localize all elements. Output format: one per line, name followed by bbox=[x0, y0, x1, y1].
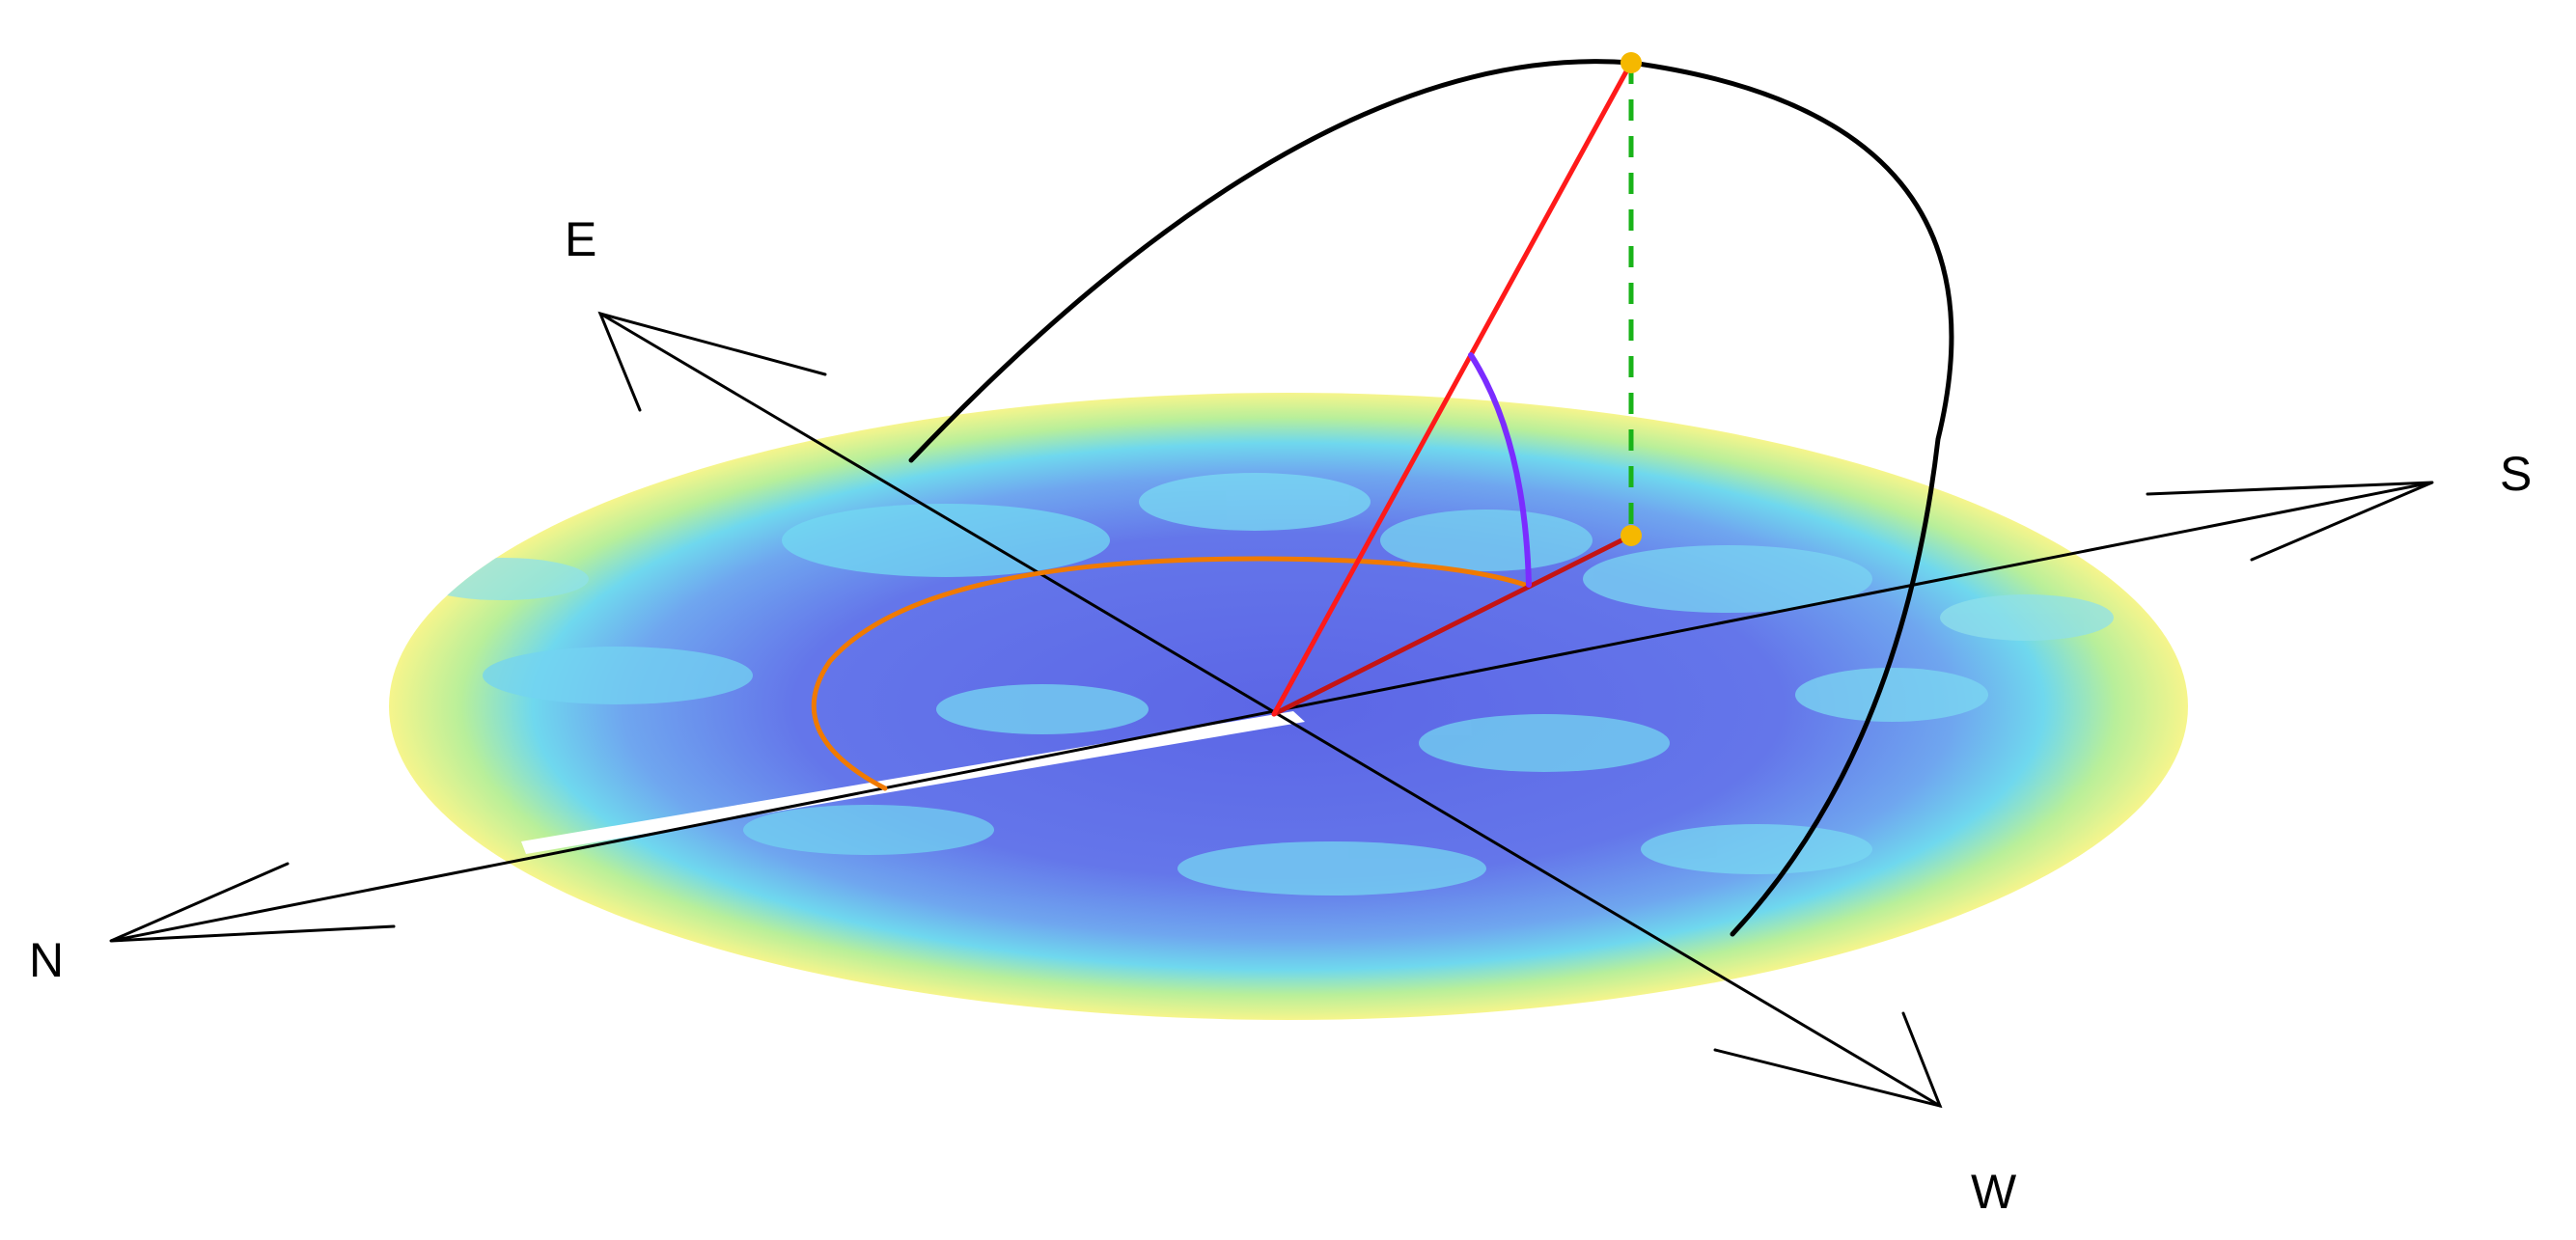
cloud-patch bbox=[1583, 545, 1872, 613]
cloud-patch bbox=[743, 805, 994, 855]
cloud-patch bbox=[1641, 824, 1872, 874]
cloud-patch bbox=[483, 647, 753, 704]
cloud-patch bbox=[415, 558, 589, 600]
azimuth-arc bbox=[811, 556, 1528, 791]
west-arrowhead bbox=[1713, 1011, 1943, 1109]
cloud-patch bbox=[1940, 594, 2114, 641]
cloud-patch bbox=[1177, 841, 1486, 896]
south-arrowhead bbox=[2146, 481, 2433, 562]
ground-projection-line bbox=[1271, 533, 1634, 717]
north-arrowhead bbox=[110, 862, 396, 943]
sun-ray-line bbox=[1271, 60, 1634, 717]
cloud-patch bbox=[782, 504, 1110, 577]
elevation-arc bbox=[1468, 352, 1532, 588]
cloud-patch bbox=[1419, 714, 1670, 772]
east-label: E bbox=[565, 212, 596, 266]
east-west-axis bbox=[598, 312, 1942, 1108]
sun-marker bbox=[1620, 52, 1642, 73]
cloud-texture bbox=[415, 473, 2114, 896]
cloud-patch bbox=[1795, 668, 1988, 722]
west-label: W bbox=[1971, 1165, 2017, 1219]
east-arrowhead bbox=[597, 311, 827, 412]
north-label: N bbox=[29, 933, 64, 987]
sun-path-arc bbox=[908, 59, 1954, 937]
south-label: S bbox=[2500, 447, 2532, 501]
cloud-patch bbox=[936, 684, 1149, 734]
sun-projection-marker bbox=[1620, 525, 1642, 546]
cloud-patch bbox=[1380, 510, 1593, 571]
compass-axes bbox=[109, 311, 2434, 1109]
cloud-patch bbox=[1139, 473, 1371, 531]
